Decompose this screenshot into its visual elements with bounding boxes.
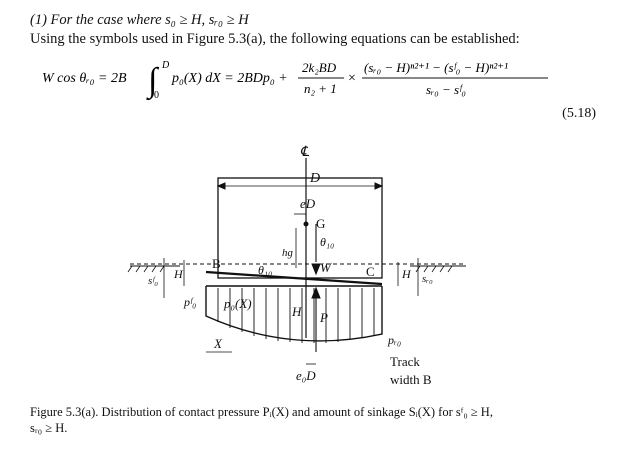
- label-D: D: [309, 171, 320, 186]
- pressure-arrows: [217, 288, 375, 343]
- label-H-left: H: [173, 267, 184, 281]
- figure-5-3a: ℄ D eD G θ₁₀ hɡ B θ₁₀ W C H H sᶠ₀ sᵣ₀ pᶠ…: [127, 145, 466, 387]
- label-track-width: width B: [390, 372, 432, 387]
- label-track: Track: [390, 354, 420, 369]
- label-hg: hɡ: [282, 247, 294, 259]
- eq-integrand: p₀(X) dX = 2BDp₀ +: [171, 71, 288, 86]
- label-centerline: ℄: [300, 145, 310, 160]
- ground-hatch-right: [415, 265, 453, 273]
- label-pfo: pᶠ₀: [183, 295, 196, 309]
- label-B: B: [212, 256, 221, 271]
- vehicle-body: [217, 177, 383, 279]
- eq-frac1-num: 2k₂BD: [302, 60, 337, 75]
- label-sfo: sᶠ₀: [148, 275, 158, 287]
- eq-frac1-den: n₂ + 1: [304, 81, 337, 96]
- label-C: C: [366, 264, 375, 279]
- eq-frac2-num: (sᵣ₀ − H)ⁿ²⁺¹ − (sᶠ₀ − H)ⁿ²⁺¹: [364, 60, 508, 75]
- label-G: G: [316, 216, 325, 231]
- eq-integral-lower: 0: [154, 90, 159, 101]
- label-sro: sᵣ₀: [422, 273, 433, 285]
- label-W: W: [320, 260, 332, 275]
- eq-lhs: W cos θᵣ₀ = 2B: [42, 71, 127, 86]
- figure-caption: Figure 5.3(a). Distribution of contact p…: [30, 404, 590, 436]
- ground-hatch-left: [127, 265, 165, 273]
- center-of-gravity-marker: [303, 221, 309, 227]
- label-e0D: e₀D: [296, 368, 316, 383]
- resultant-P-arrow: [311, 286, 321, 299]
- label-X: X: [213, 336, 223, 351]
- label-pro: pᵣ₀: [387, 333, 401, 347]
- intro-text: Using the symbols used in Figure 5.3(a),…: [30, 31, 520, 47]
- dim-D-arrow-left: [216, 182, 226, 190]
- weight-arrow: [311, 263, 321, 276]
- dim-D-arrow-right: [374, 182, 384, 190]
- label-p0X: p₀(X): [223, 296, 252, 311]
- label-theta10-right: θ₁₀: [320, 235, 334, 249]
- label-theta10-left: θ₁₀: [258, 263, 272, 277]
- label-H-center: H: [291, 304, 302, 319]
- caption-line-1: Figure 5.3(a). Distribution of contact p…: [30, 405, 493, 419]
- figure-labels: ℄ D eD G θ₁₀ hɡ B θ₁₀ W C H H sᶠ₀ sᵣ₀ pᶠ…: [148, 145, 433, 387]
- eq-integral-upper: D: [161, 60, 170, 71]
- figure-geometry: [127, 158, 466, 365]
- eq-times: ×: [348, 71, 356, 86]
- label-eD: eD: [300, 196, 316, 211]
- label-H-right: H: [401, 267, 412, 281]
- equation-5-18: W cos θᵣ₀ = 2B ∫ D 0 p₀(X) dX = 2BDp₀ + …: [42, 60, 548, 101]
- equation-number: (5.18): [562, 106, 596, 121]
- label-P: P: [319, 310, 328, 325]
- caption-line-2: sᵣ₀ ≥ H.: [30, 421, 68, 435]
- section-heading: (1) For the case where s₀ ≥ H, sᵣ₀ ≥ H: [30, 12, 249, 28]
- eq-integral-sign: ∫: [146, 62, 160, 101]
- track-plate: [205, 270, 383, 286]
- eq-frac2-den: sᵣ₀ − sᶠ₀: [426, 82, 466, 97]
